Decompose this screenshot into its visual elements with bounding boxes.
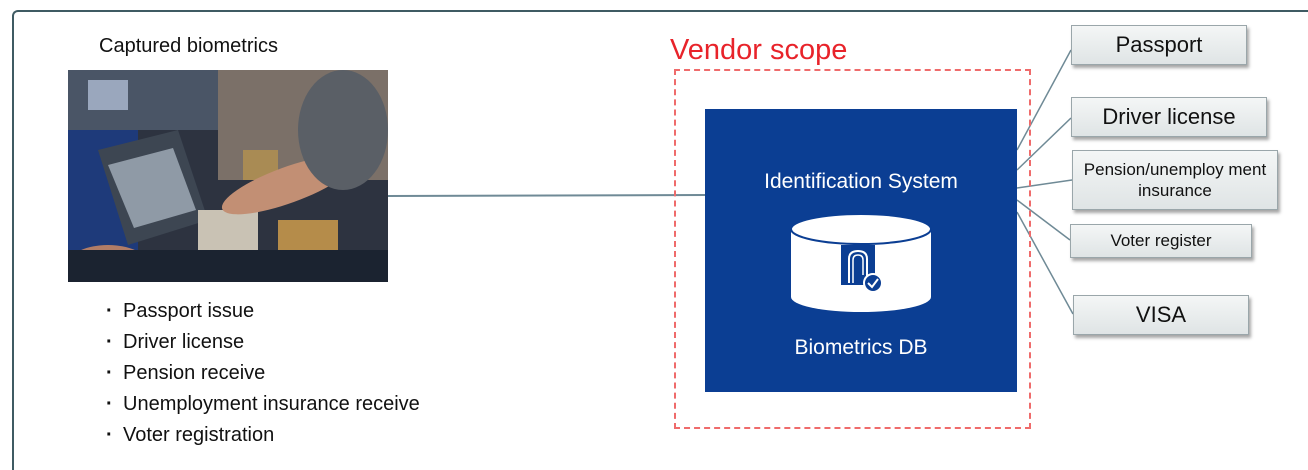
connector-passport: [1016, 49, 1072, 151]
target-driver-license: Driver license: [1071, 97, 1267, 137]
connector-visa: [1016, 211, 1074, 315]
list-item: Passport issue: [106, 296, 420, 327]
fingerprint-icon: [841, 245, 883, 293]
captured-biometrics-caption: Captured biometrics: [99, 35, 278, 57]
connector-driver-license: [1016, 117, 1072, 171]
connector-photo-to-system: [387, 194, 706, 197]
biometric-capture-photo: [68, 70, 388, 282]
connector-voter: [1016, 199, 1071, 241]
vendor-scope-box: [674, 69, 1031, 429]
identification-system-box: Identification System Biometrics DB: [705, 109, 1017, 392]
target-pension-unemployment-insurance: Pension/unemploy ment insurance: [1072, 150, 1278, 210]
vendor-scope-title: Vendor scope: [670, 34, 848, 66]
photo-illustration: [68, 70, 388, 282]
target-voter-register: Voter register: [1070, 224, 1252, 258]
biometrics-db-label: Biometrics DB: [794, 336, 928, 359]
connector-pension: [1016, 179, 1073, 189]
list-item: Unemployment insurance receive: [106, 389, 420, 420]
database-icon: [790, 213, 932, 312]
target-visa: VISA: [1073, 295, 1249, 335]
list-item: Voter registration: [106, 420, 420, 451]
biometric-uses-list: Passport issue Driver license Pension re…: [106, 296, 420, 451]
list-item: Driver license: [106, 327, 420, 358]
outer-frame: [12, 10, 1308, 470]
identification-system-label: Identification System: [764, 170, 958, 193]
target-passport: Passport: [1071, 25, 1247, 65]
list-item: Pension receive: [106, 358, 420, 389]
connector-lines: [387, 49, 1074, 315]
